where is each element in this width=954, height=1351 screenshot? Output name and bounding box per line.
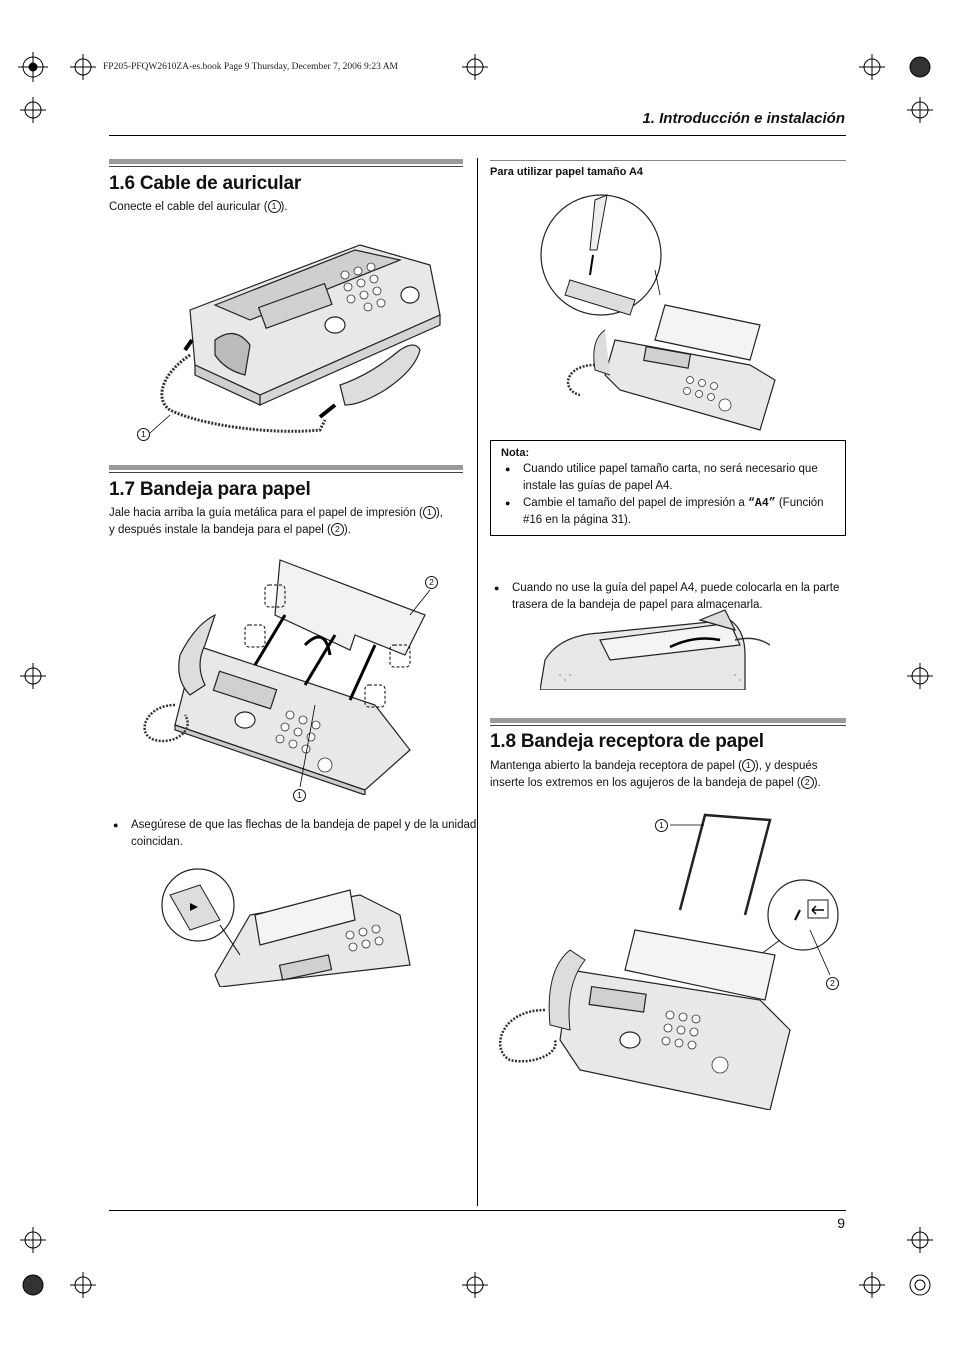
nota-item-1: Cuando utilice papel tamaño carta, no se… — [501, 461, 835, 495]
nota-item-2: Cambie el tamaño del papel de impresión … — [501, 495, 835, 529]
marker-1: 1 — [267, 200, 281, 214]
marker-2: 2 — [800, 776, 814, 790]
a4-subhead: Para utilizar papel tamaño A4 — [490, 166, 644, 178]
callout-1-tray: 1 — [293, 789, 306, 802]
section-bar-1-6-thin — [109, 166, 463, 167]
arrow-alignment-illustration — [161, 868, 411, 987]
nota-box: Nota: Cuando utilice papel tamaño carta,… — [490, 440, 846, 536]
section-title-1-6: 1.6 Cable de auricular — [109, 173, 302, 194]
section-bar-1-8-thin — [490, 725, 846, 726]
guide-storage-illustration — [540, 609, 771, 690]
section-bar-1-8 — [490, 718, 846, 723]
section-bar-1-6 — [109, 159, 463, 164]
callout-2-tray: 2 — [425, 576, 438, 589]
bullet-arrows-match: Asegúrese de que las flechas de la bande… — [109, 817, 486, 851]
a4-top-rule — [490, 160, 846, 161]
section-1-7-text: Jale hacia arriba la guía metálica para … — [109, 506, 443, 537]
receiving-tray-illustration — [499, 813, 839, 1110]
paper-tray-install-illustration — [143, 559, 431, 795]
section-title-1-8: 1.8 Bandeja receptora de papel — [490, 731, 764, 752]
section-title-1-7: 1.7 Bandeja para papel — [109, 479, 311, 500]
callout-1-receptora: 1 — [655, 819, 668, 832]
nota-title: Nota: — [501, 447, 530, 459]
marker-1: 1 — [741, 759, 755, 773]
bullet-store-guide: Cuando no use la guía del papel A4, pued… — [490, 580, 868, 614]
callout-2-receptora: 2 — [826, 977, 839, 990]
fax-handset-cord-illustration — [149, 244, 441, 434]
print-info: FP205-PFQW2610ZA-es.book Page 9 Thursday… — [103, 62, 399, 72]
footer-rule — [109, 1210, 846, 1211]
callout-1-cable: 1 — [137, 428, 150, 441]
header-rule — [109, 135, 846, 136]
section-bar-1-7 — [109, 465, 463, 470]
running-head: 1. Introducción e instalación — [642, 110, 845, 127]
section-1-8-text: Mantenga abierto la bandeja receptora de… — [490, 759, 821, 790]
a4-guide-illustration — [540, 194, 776, 431]
marker-1: 1 — [422, 506, 436, 520]
section-bar-1-7-thin — [109, 472, 463, 473]
section-1-6-text: Conecte el cable del auricular (1). — [109, 200, 288, 214]
page-number: 9 — [837, 1215, 845, 1231]
marker-2: 2 — [330, 523, 344, 537]
column-divider — [477, 158, 478, 1206]
